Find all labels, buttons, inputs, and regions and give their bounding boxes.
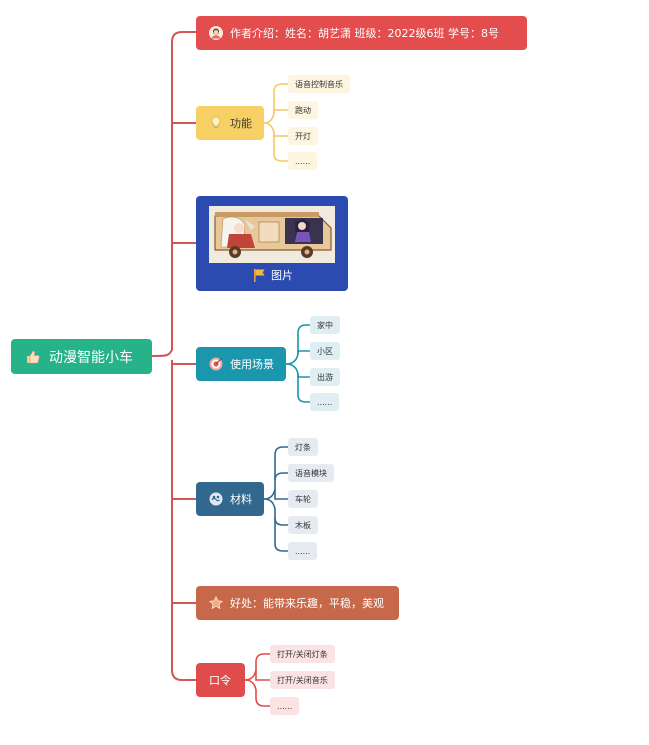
materials-node[interactable]: 材料	[196, 482, 264, 516]
thumbs-up-icon	[25, 349, 41, 365]
command-item-1[interactable]: 打开/关闭灯条	[270, 645, 335, 663]
materials-label: 材料	[230, 493, 252, 506]
root-label: 动漫智能小车	[49, 349, 133, 366]
handshake-icon	[208, 491, 224, 507]
author-label: 作者介绍：姓名：胡艺潇 班级：2022级6班 学号：8号	[230, 27, 499, 40]
material-item-2[interactable]: 语音模块	[288, 464, 334, 482]
material-item-3[interactable]: 车轮	[288, 490, 318, 508]
author-node[interactable]: 作者介绍：姓名：胡艺潇 班级：2022级6班 学号：8号	[196, 16, 527, 50]
picture-caption: 图片	[196, 266, 348, 284]
function-label: 功能	[230, 117, 252, 130]
root-node[interactable]: 动漫智能小车	[11, 339, 152, 374]
benefits-label: 好处：能带来乐趣，平稳，美观	[230, 597, 384, 610]
scene-item-4[interactable]: ......	[310, 393, 340, 411]
scene-item-2[interactable]: 小区	[310, 342, 340, 360]
commands-label: 口令	[209, 674, 231, 687]
star-icon	[208, 595, 224, 611]
function-item-4[interactable]: ......	[288, 152, 318, 170]
scene-item-3[interactable]: 出游	[310, 368, 340, 386]
function-item-1[interactable]: 语音控制音乐	[288, 75, 350, 93]
scene-item-1[interactable]: 家中	[310, 316, 340, 334]
scenes-node[interactable]: 使用场景	[196, 347, 286, 381]
scenes-label: 使用场景	[230, 358, 274, 371]
commands-node[interactable]: 口令	[196, 663, 245, 697]
picture-node[interactable]: 图片	[196, 196, 348, 291]
picture-label: 图片	[271, 269, 293, 282]
flag-icon	[251, 267, 267, 283]
material-item-1[interactable]: 灯条	[288, 438, 318, 456]
material-item-5[interactable]: ......	[288, 542, 318, 560]
function-item-3[interactable]: 开灯	[288, 127, 318, 145]
anime-car-image	[209, 206, 335, 263]
person-icon	[208, 25, 224, 41]
benefits-node[interactable]: 好处：能带来乐趣，平稳，美观	[196, 586, 399, 620]
function-item-2[interactable]: 跑动	[288, 101, 318, 119]
function-node[interactable]: 功能	[196, 106, 264, 140]
lightbulb-icon	[208, 115, 224, 131]
material-item-4[interactable]: 木板	[288, 516, 318, 534]
target-icon	[208, 356, 224, 372]
command-item-2[interactable]: 打开/关闭音乐	[270, 671, 335, 689]
command-item-3[interactable]: ......	[270, 697, 300, 715]
